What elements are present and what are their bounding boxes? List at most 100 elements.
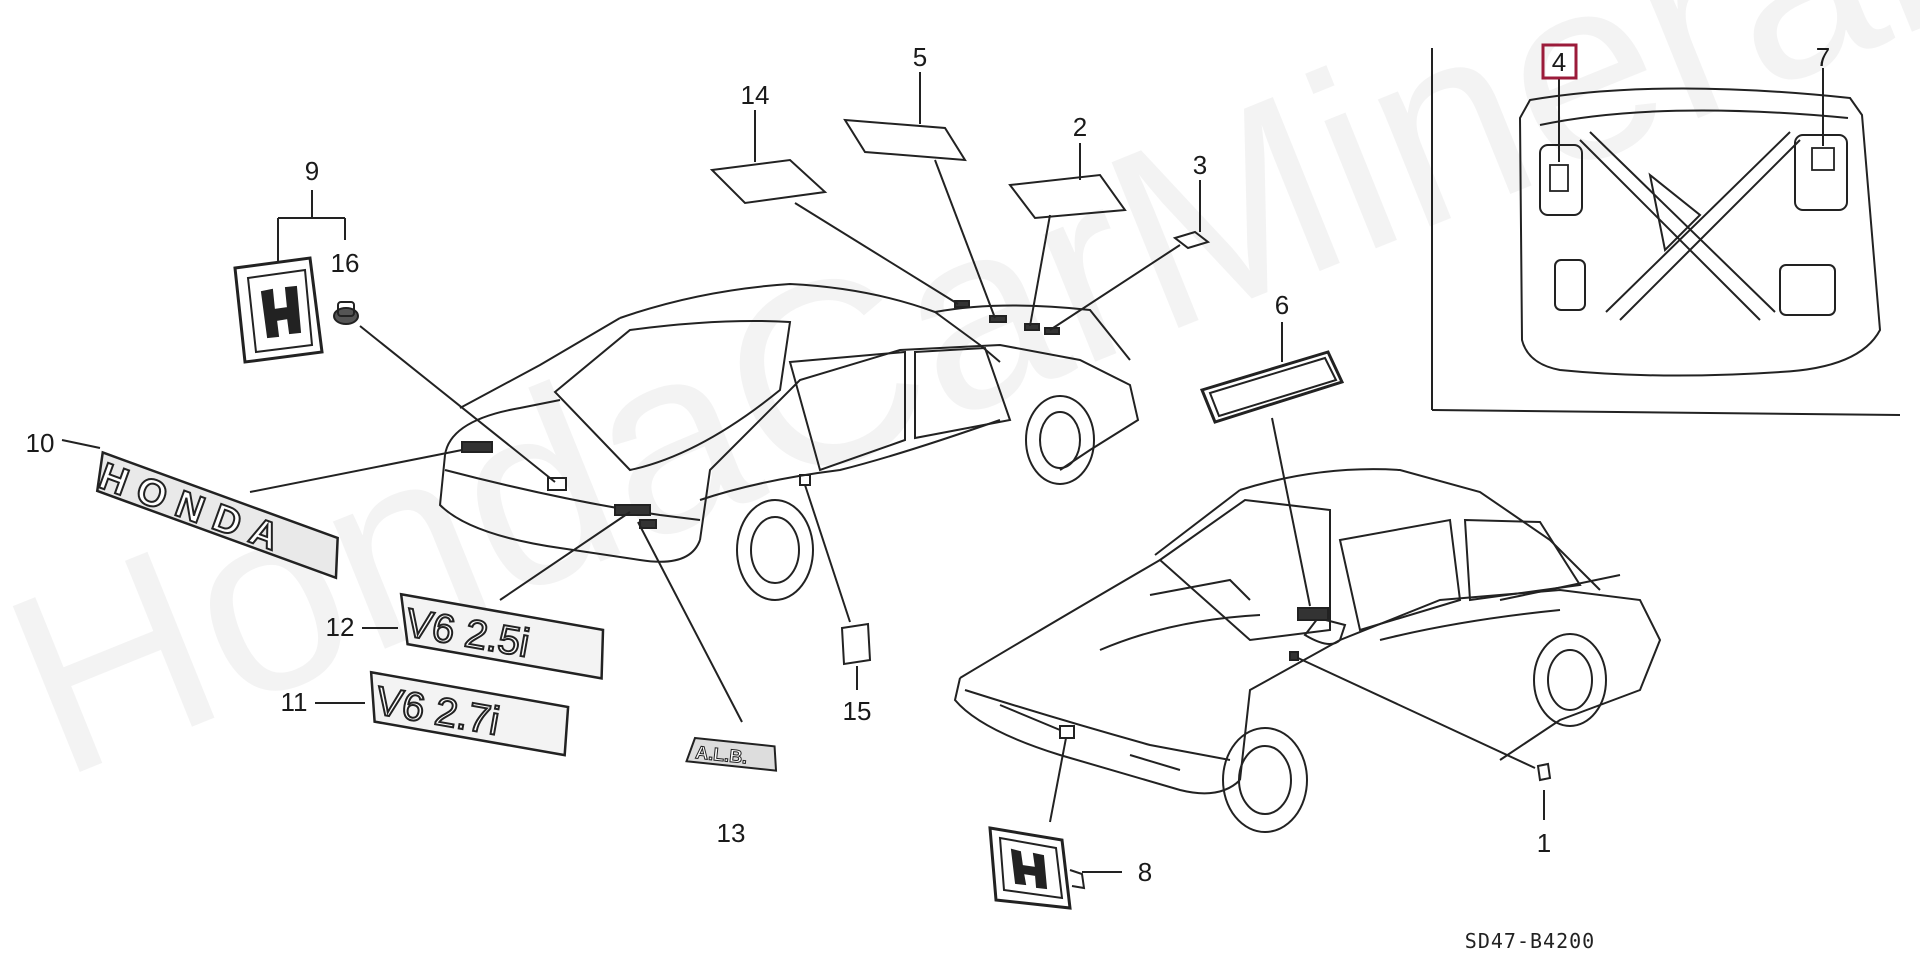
front-car-door-label: [1289, 651, 1299, 661]
rear-car-alb-badge: [639, 519, 657, 529]
front-car-side-window-1: [1338, 518, 1462, 632]
roof-sticker-14: [954, 300, 970, 308]
hood-panel-right: [1794, 134, 1848, 211]
part-8-h-emblem[interactable]: [988, 826, 1086, 910]
rear-car-rear-window: [553, 320, 792, 472]
rear-car: [438, 282, 1140, 601]
callout-2[interactable]: 2: [1073, 112, 1087, 142]
callout-9[interactable]: 9: [305, 156, 319, 186]
part-9-h-emblem[interactable]: [233, 256, 324, 364]
inset-border-bottom: [1431, 409, 1901, 416]
part-8-group: [988, 737, 1122, 910]
part-11-emblem-base: [369, 670, 570, 757]
rear-car-side: [699, 343, 1140, 541]
front-car-mirror: [1303, 616, 1347, 645]
leader-6: [1271, 417, 1311, 607]
part-6-group: [1199, 322, 1345, 607]
rear-car-front-wheel-hub: [1039, 411, 1081, 469]
part-13-alb-emblem[interactable]: A.L.B.: [685, 736, 779, 772]
leader-13: [637, 521, 743, 723]
part-7-label-on-hood[interactable]: [1811, 147, 1835, 171]
part-9-emblem-frame: [233, 256, 324, 364]
part-15-sticker[interactable]: [840, 622, 872, 666]
part-4-label-on-hood[interactable]: [1549, 164, 1569, 192]
callout-1[interactable]: 1: [1537, 828, 1551, 858]
part-15-group: [804, 484, 872, 690]
callout-5[interactable]: 5: [913, 42, 927, 72]
hood-outline: [1518, 87, 1882, 377]
leader-9-to-car: [359, 325, 556, 483]
callout-16[interactable]: 16: [331, 248, 360, 278]
part-5-sticker[interactable]: [843, 118, 967, 162]
leader-14: [794, 202, 959, 305]
callout-10[interactable]: 10: [26, 428, 55, 458]
rear-car-rear-wheel: [736, 499, 814, 601]
leader-10-to-car: [249, 449, 463, 493]
part-12-emblem-base: [399, 592, 605, 680]
part-11-emblem-text: V6 2.7i: [372, 679, 502, 744]
front-car-hood-top: [959, 559, 1161, 679]
front-car-hood-crease: [1099, 614, 1261, 651]
callout-11[interactable]: 11: [281, 687, 308, 717]
part-14-sticker[interactable]: [709, 158, 828, 205]
hood-inset: [1431, 48, 1901, 416]
hood-panel-left: [1539, 144, 1583, 216]
rear-car-roof-front: [619, 282, 1001, 363]
rear-car-h-emblem: [547, 477, 567, 491]
part-2-sticker[interactable]: [1008, 173, 1127, 220]
front-car-front-wheel-hub: [1238, 745, 1292, 815]
hood-panel-lower-left: [1554, 259, 1586, 311]
callout-8[interactable]: 8: [1138, 857, 1152, 887]
part-8-mount-tab: [1069, 869, 1086, 890]
part-9-group: [233, 190, 556, 483]
front-car-rear-wheel: [1533, 633, 1607, 727]
part-8-emblem-inner: [998, 836, 1064, 900]
callout-4-highlight[interactable]: [1541, 43, 1578, 80]
callout-7[interactable]: 7: [1816, 42, 1830, 72]
front-car-rear-wheel-hub: [1547, 649, 1593, 711]
rear-car-v6-badge: [614, 504, 651, 516]
front-car: [953, 468, 1662, 833]
callout-14[interactable]: 14: [741, 80, 770, 110]
rear-car-roof-back: [459, 317, 621, 409]
leader-3: [1049, 244, 1181, 331]
part-8-h-letter: [1010, 848, 1048, 890]
part-9-emblem-inner: [246, 268, 314, 354]
callout-6[interactable]: 6: [1275, 290, 1289, 320]
front-car-front-wheel: [1222, 727, 1308, 833]
part-6-label-inner: [1208, 356, 1338, 418]
hood-x-brace: [1579, 131, 1801, 321]
leader-5: [934, 159, 996, 319]
part-16-grommet[interactable]: [333, 301, 359, 325]
rear-car-rear-bumper: [438, 454, 701, 563]
part-1-sticker[interactable]: [1536, 762, 1552, 782]
front-car-grille-line: [964, 689, 1231, 761]
part-11-v6-27i-emblem[interactable]: V6 2.7i: [363, 670, 573, 757]
part-3-sticker[interactable]: [1172, 230, 1211, 250]
callout-15[interactable]: 15: [843, 696, 872, 726]
roof-sticker-5: [989, 315, 1007, 323]
rear-car-tail-light-badge: [461, 441, 493, 453]
leader-2: [1029, 214, 1051, 327]
rear-car-body-crease: [699, 419, 1001, 501]
front-car-h-emblem: [1059, 725, 1075, 739]
part-10-emblem-base: [95, 450, 339, 580]
callout-4[interactable]: 4: [1552, 47, 1566, 77]
stickers-top: [709, 72, 1211, 331]
callout-12[interactable]: 12: [326, 612, 355, 642]
rear-car-rear-wheel-hub: [750, 516, 800, 584]
callout-3[interactable]: 3: [1193, 150, 1207, 180]
rear-car-side-window-2: [914, 346, 1012, 440]
diagram-code: SD47-B4200: [1465, 929, 1595, 953]
leader-10-left: [61, 439, 101, 449]
part-8-emblem-frame: [988, 826, 1072, 910]
part-1-group: [1297, 657, 1552, 820]
front-car-windshield: [1158, 498, 1331, 642]
rear-car-trunk-edge: [444, 399, 561, 456]
part-6-label-frame: [1199, 350, 1345, 424]
part-6-label[interactable]: [1199, 350, 1345, 424]
front-car-roof: [1239, 468, 1601, 591]
front-car-side-window-2: [1463, 518, 1582, 602]
callout-13[interactable]: 13: [717, 818, 746, 848]
